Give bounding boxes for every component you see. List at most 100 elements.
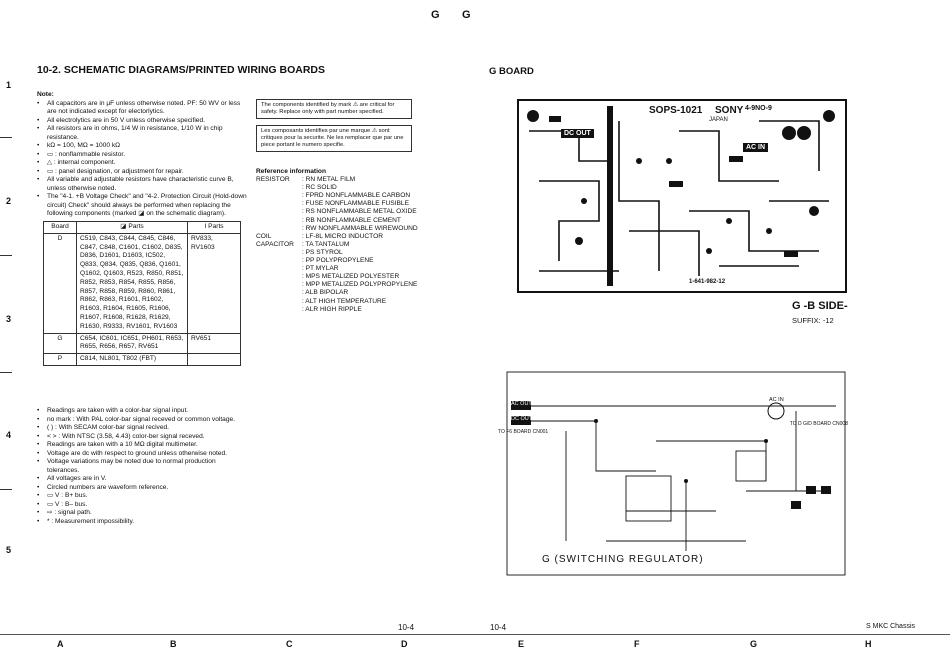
reference-label: COIL	[256, 232, 272, 240]
reference-item: : RW NONFLAMMABLE WIREWOUND	[302, 224, 418, 232]
table-cell	[187, 353, 241, 366]
reference-item: : MPS METALIZED POLYESTER	[302, 273, 400, 281]
table-cell: P	[43, 353, 77, 366]
schematic-caption: G (SWITCHING REGULATOR)	[542, 554, 704, 565]
table-cell: RV833, RV1603	[187, 232, 241, 334]
column-letter-d: D	[401, 639, 408, 649]
column-letter-f: F	[634, 639, 640, 649]
page-number-right: 10-4	[490, 623, 507, 632]
note-item: kΩ = 100, MΩ = 1000 kΩ	[37, 142, 247, 151]
table-row: G C654, IC601, IC651, PH601, R653, R655,…	[43, 332, 241, 355]
footer-divider	[0, 634, 950, 635]
reference-item: : RN METAL FILM	[302, 176, 356, 184]
table-cell: RV651	[187, 332, 241, 355]
note-item: △ : internal component.	[37, 159, 247, 168]
row-divider	[0, 372, 12, 373]
pcb-side-title: G -B SIDE-	[792, 300, 848, 312]
reading-item: ▭ V : B– bus.	[37, 501, 247, 510]
note-item: ▭ : panel designation, or adjustment for…	[37, 168, 247, 177]
pcb-brand: SONY	[715, 105, 744, 116]
column-letter-e: E	[518, 639, 525, 649]
reference-label: RESISTOR	[256, 176, 290, 184]
note-heading: Note:	[37, 91, 54, 98]
table-header: ◪ Parts	[76, 221, 188, 234]
header-g-left: G	[431, 9, 440, 21]
note-item: The "4-1. +B Voltage Check" and "4-2. Pr…	[37, 193, 247, 219]
reading-item: < > : With NTSC (3.58, 4.43) color-ber s…	[37, 433, 247, 442]
column-letter-c: C	[286, 639, 293, 649]
safety-note-fr: Les composants identifies par une marque…	[256, 125, 412, 152]
column-letter-a: A	[57, 639, 64, 649]
table-cell: D	[43, 232, 77, 334]
reference-item: : TA TANTALUM	[302, 240, 350, 248]
reference-item: : RB NONFLAMMABLE CEMENT	[302, 216, 401, 224]
parts-table: Board ◪ Parts Ⅰ Parts D C519, C843, C844…	[43, 221, 241, 366]
reading-item: Voltage are dc with respect to ground un…	[37, 450, 247, 459]
schematic-ac-out: AC OUT	[511, 401, 532, 407]
column-letter-b: B	[170, 639, 177, 649]
readings-block: Readings are taken with a color-bar sign…	[37, 407, 247, 526]
reference-item: : PT MYLAR	[302, 265, 339, 273]
reference-item: : FUSE NONFLAMMABLE FUSIBLE	[302, 200, 409, 208]
reference-item: : PP POLYPROPYLENE	[302, 257, 374, 265]
pcb-board: SOPS-1021 SONY JAPAN 4-9NO-9 DC OUT AC I…	[517, 99, 847, 293]
note-item: All capacitors are in µF unless otherwis…	[37, 100, 247, 117]
table-header: Board	[43, 221, 77, 234]
pcb-model: SOPS-1021	[649, 105, 703, 116]
row-divider	[0, 489, 12, 490]
reading-item: ( ) : With SECAM color-bar signal recive…	[37, 424, 247, 433]
table-cell: C654, IC601, IC651, PH601, R653, R655, R…	[76, 332, 188, 355]
row-number-3: 3	[6, 314, 12, 324]
page-number-left: 10-4	[398, 623, 415, 632]
pcb-part-number: 1-641-982-12	[689, 279, 726, 285]
reference-label: CAPACITOR	[256, 240, 294, 248]
row-divider	[0, 137, 12, 138]
chassis-label: S MKC Chassis	[866, 623, 916, 630]
row-number-5: 5	[6, 545, 12, 555]
schematic-to-board-left: TO F6 BOARD CN001	[498, 429, 549, 435]
reading-item: Readings are taken with a color-bar sign…	[37, 407, 247, 416]
reading-item: no mark : With PAL color-bar signal rece…	[37, 416, 247, 425]
table-cell: C519, C843, C844, C845, C846, C847, C848…	[76, 232, 188, 334]
reading-item: Voltage variations may be noted due to n…	[37, 458, 247, 475]
reference-group: RESISTOR : RN METAL FILM : RC SOLID : FP…	[256, 176, 456, 233]
pcb-traces-graphic	[527, 106, 835, 286]
reading-item: * : Measurement impossibility.	[37, 518, 247, 527]
table-row: P C814, NL801, T802 (FBT)	[43, 353, 241, 366]
schematic-diagram: AC OUT DC OUT TO F6 BOARD CN001 AC IN TO…	[498, 371, 848, 576]
table-cell: G	[43, 332, 77, 355]
schematic-ac-in: AC IN	[769, 397, 784, 403]
schematic-graphic	[506, 371, 846, 576]
table-cell: C814, NL801, T802 (FBT)	[76, 353, 188, 366]
reading-item: All voltages are in V.	[37, 475, 247, 484]
header-g-right: G	[462, 9, 471, 21]
reference-item: : RC SOLID	[302, 184, 337, 192]
reference-item: : ALT HIGH TEMPERATURE	[302, 297, 387, 305]
pcb-suffix: SUFFIX: -12	[792, 316, 834, 325]
pcb-code: 4-9NO-9	[745, 105, 772, 112]
note-item: All electrolytics are in 50 V unless oth…	[37, 117, 247, 126]
note-item: ▭ : nonflammable resistor.	[37, 151, 247, 160]
reference-item: : RS NONFLAMMABLE METAL OXIDE	[302, 208, 417, 216]
reference-item: : FPRD NONFLAMMABLE CARBON	[302, 192, 411, 200]
reference-item: : PS STYROL	[302, 248, 343, 256]
section-title: 10-2. SCHEMATIC DIAGRAMS/PRINTED WIRING …	[37, 64, 325, 76]
reading-item: Readings are taken with a 10 MΩ digital …	[37, 441, 247, 450]
reading-item: Circled numbers are waveform reference.	[37, 484, 247, 493]
note-item: All variable and adjustable resistors ha…	[37, 176, 247, 193]
safety-note-en: The components identified by mark ⚠ are …	[256, 99, 412, 119]
board-title: G BOARD	[489, 66, 534, 77]
row-number-1: 1	[6, 80, 12, 90]
reference-item: : MPP METALIZED POLYPROPYLENE	[302, 281, 418, 289]
column-letter-h: H	[865, 639, 872, 649]
note-item: All resistors are in ohms, 1/4 W in resi…	[37, 125, 247, 142]
schematic-to-board-right: TO D G/D BOARD CN008	[789, 421, 848, 427]
row-number-4: 4	[6, 430, 12, 440]
reading-item: ▭ V : B+ bus.	[37, 492, 247, 501]
reference-item: : LF-8L MICRO INDUCTOR	[302, 232, 383, 240]
row-divider	[0, 255, 12, 256]
reference-info: Reference information RESISTOR : RN META…	[256, 168, 456, 314]
reference-group: COIL : LF-8L MICRO INDUCTOR	[256, 233, 456, 241]
table-header: Ⅰ Parts	[187, 221, 241, 234]
reference-group: CAPACITOR : TA TANTALUM : PS STYROL : PP…	[256, 241, 456, 314]
